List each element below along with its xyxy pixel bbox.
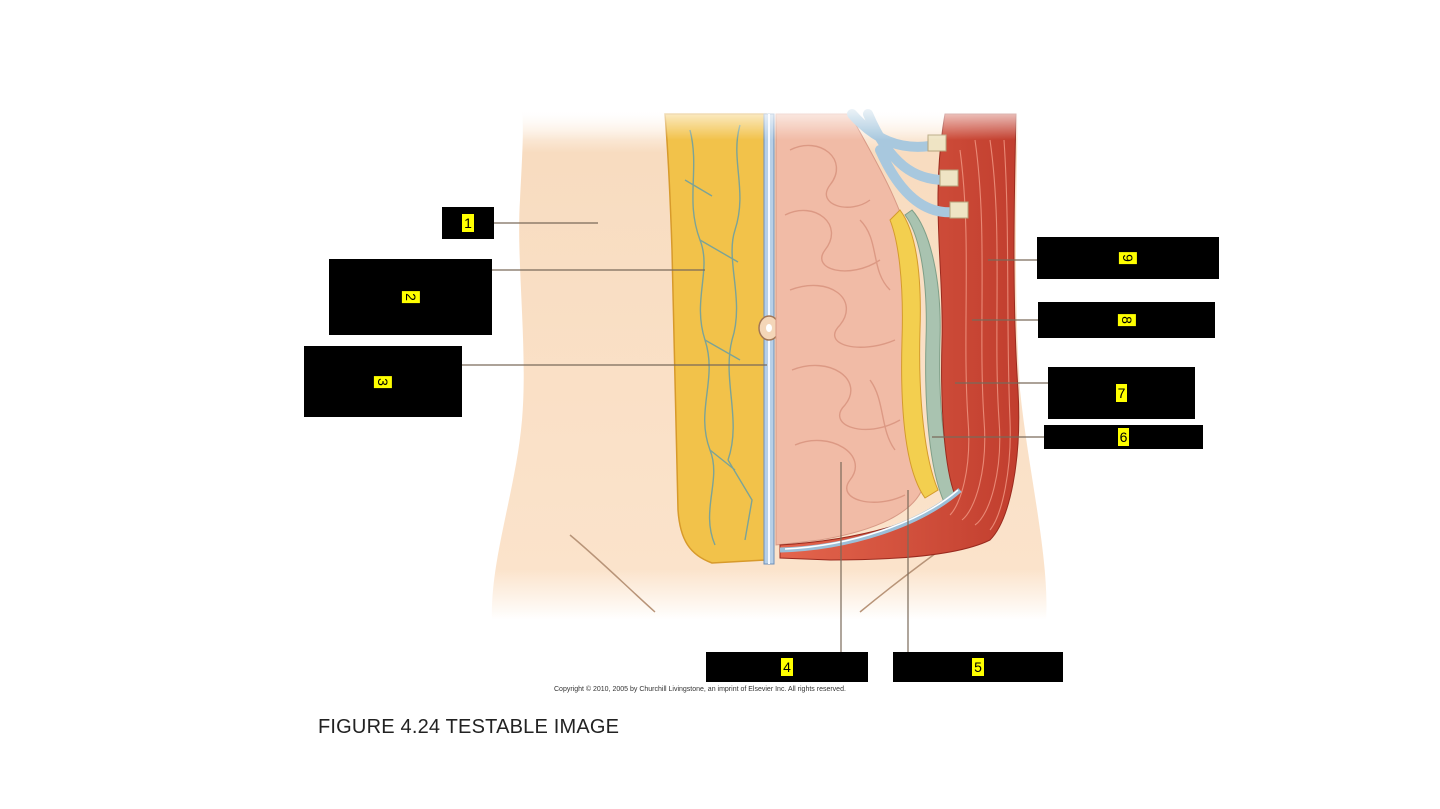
copyright-notice: Copyright © 2010, 2005 by Churchill Livi…	[554, 686, 846, 693]
label-box-9[interactable]: 9	[1037, 237, 1219, 279]
intestine-folds	[784, 144, 906, 503]
inguinal-fascia	[779, 488, 962, 553]
figure-caption: FIGURE 4.24 TESTABLE IMAGE	[318, 716, 620, 738]
label-number-2: 2	[401, 291, 420, 303]
label-box-4[interactable]: 4	[706, 652, 868, 682]
label-box-2[interactable]: 2	[329, 259, 492, 335]
label-number-5: 5	[972, 658, 984, 676]
label-box-6[interactable]: 6	[1044, 425, 1203, 449]
abdominal-muscles	[779, 113, 1020, 561]
label-number-4: 4	[781, 658, 793, 676]
label-number-1: 1	[462, 214, 474, 232]
muscle-fibers	[949, 139, 1011, 531]
label-box-7[interactable]: 7	[1048, 367, 1195, 419]
left-groin-crease	[569, 534, 656, 613]
label-number-6: 6	[1117, 428, 1130, 446]
label-number-7: 7	[1115, 384, 1128, 402]
label-number-8: 8	[1117, 314, 1136, 326]
extraperitoneal-fat	[889, 209, 939, 499]
fat-vessels	[684, 124, 753, 546]
label-box-3[interactable]: 3	[304, 346, 462, 417]
label-box-5[interactable]: 5	[893, 652, 1063, 682]
subcutaneous-fat	[664, 113, 767, 564]
leader-lines	[462, 222, 1048, 652]
label-box-1[interactable]: 1	[442, 207, 494, 239]
label-box-8[interactable]: 8	[1038, 302, 1215, 338]
label-number-3: 3	[373, 375, 392, 388]
label-number-9: 9	[1118, 252, 1137, 264]
